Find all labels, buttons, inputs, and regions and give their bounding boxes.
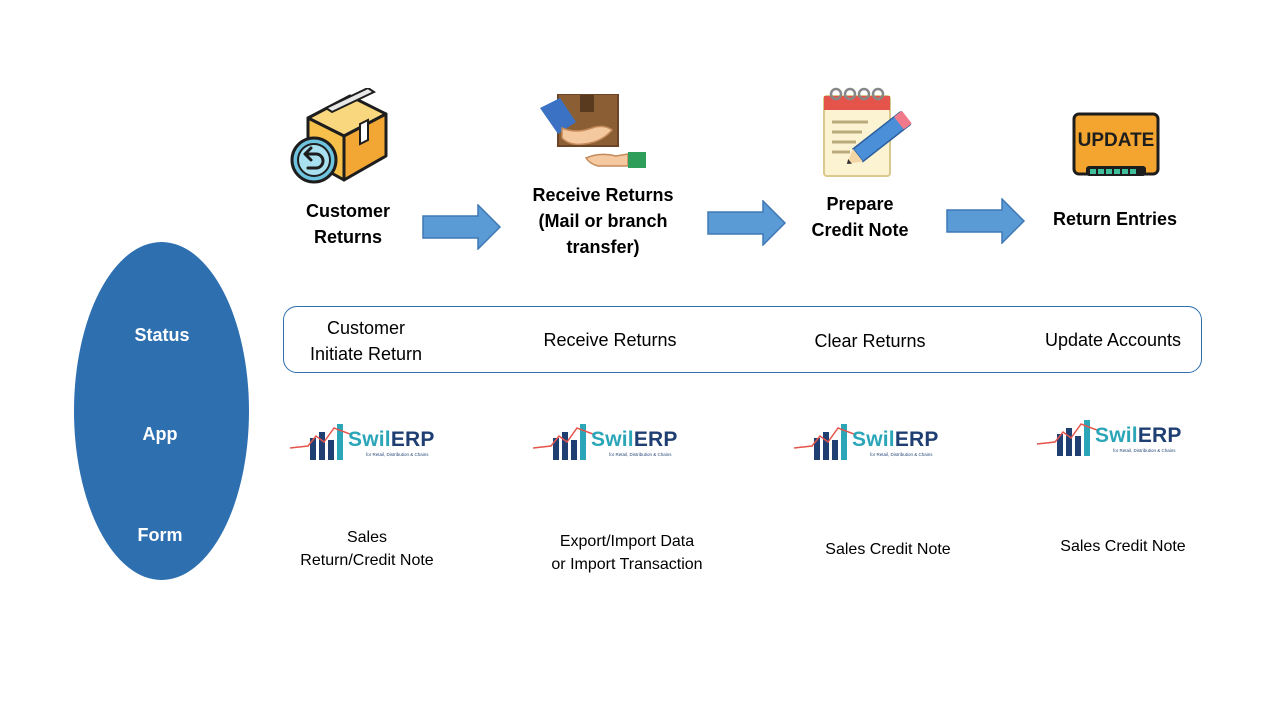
logo-brand-a: Swil — [852, 428, 895, 451]
flow-arrow-2 — [707, 199, 787, 247]
logo-brand-a: Swil — [1095, 424, 1138, 447]
box-return-icon — [288, 86, 390, 186]
logo-tagline: for Retail, Distribution & Chains — [366, 452, 429, 457]
step-customer-returns: Customer Returns — [305, 201, 390, 247]
status-box — [283, 306, 1202, 373]
form-sales-credit-note-3: Sales Credit Note — [825, 541, 951, 558]
flow-arrow-3 — [946, 197, 1026, 245]
swilerp-logo: SwilERP for Retail, Distribution & Chain… — [1037, 416, 1187, 460]
status-row-label: Status — [134, 325, 190, 345]
update-screen-icon: UPDATE — [1072, 112, 1160, 178]
status-customer-initiate-return: Customer Initiate Return — [309, 318, 423, 364]
status-clear-returns: Clear Returns — [814, 331, 926, 351]
row-labels-ellipse — [74, 242, 249, 580]
logo-brand-b: ERP — [633, 428, 678, 451]
logo-tagline: for Retail, Distribution & Chains — [1113, 448, 1176, 453]
form-row-label: Form — [137, 525, 183, 545]
status-receive-returns: Receive Returns — [543, 330, 677, 350]
logo-brand-a: Swil — [348, 428, 391, 451]
package-handover-icon — [540, 93, 650, 172]
logo-brand-b: ERP — [1137, 424, 1182, 447]
swilerp-logo: SwilERP for Retail, Distribution & Chain… — [533, 420, 683, 464]
logo-tagline: for Retail, Distribution & Chains — [609, 452, 672, 457]
notepad-pencil-icon — [818, 86, 920, 178]
step-receive-returns: Receive Returns (Mail or branch transfer… — [532, 185, 674, 257]
swilerp-logo: SwilERP for Retail, Distribution & Chain… — [290, 420, 440, 464]
app-row-label: App — [142, 424, 178, 444]
status-update-accounts: Update Accounts — [1044, 330, 1182, 350]
step-prepare-credit-note: Prepare Credit Note — [811, 194, 909, 240]
form-sales-credit-note-4: Sales Credit Note — [1060, 538, 1186, 555]
logo-brand-b: ERP — [894, 428, 939, 451]
update-icon-text: UPDATE — [1077, 130, 1155, 151]
form-sales-return-credit-note: Sales Return/Credit Note — [300, 529, 434, 569]
logo-brand-a: Swil — [591, 428, 634, 451]
swilerp-logo: SwilERP for Retail, Distribution & Chain… — [794, 420, 944, 464]
step-return-entries: Return Entries — [1052, 209, 1178, 229]
form-export-import-data: Export/Import Data or Import Transaction — [551, 533, 703, 573]
logo-tagline: for Retail, Distribution & Chains — [870, 452, 933, 457]
logo-brand-b: ERP — [390, 428, 435, 451]
flow-arrow-1 — [422, 203, 502, 251]
